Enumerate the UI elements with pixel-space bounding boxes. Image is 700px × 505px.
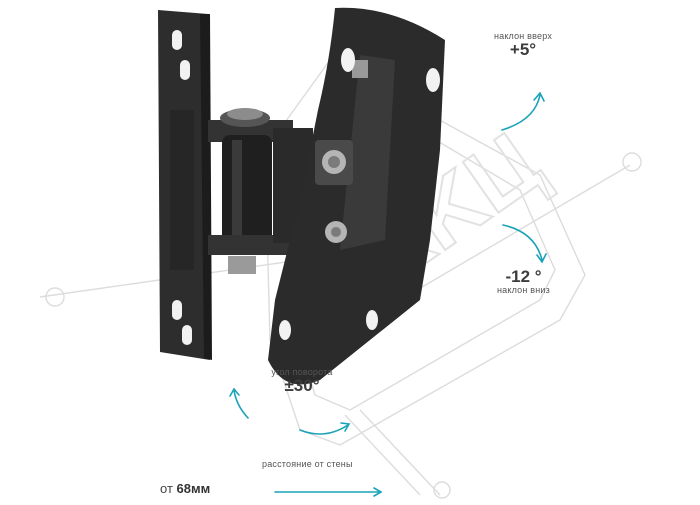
distance-label: от 68мм (160, 482, 270, 496)
wall-plate (158, 10, 212, 360)
rotate-right-arrowhead-icon (340, 422, 351, 432)
tilt-down-arrowhead-icon (536, 253, 547, 264)
rotation-caption: угол поворота (271, 367, 333, 377)
tilt-down-value: -12 ° (505, 267, 542, 286)
distance-value: 68мм (176, 481, 211, 496)
rotate-right-arrow-icon (299, 424, 349, 435)
tilt-up-arrowhead-icon (533, 91, 545, 102)
tilt-up-value: +5° (509, 40, 537, 60)
rotation-label-group: угол поворота ±30° (262, 367, 342, 396)
tilt-down-label-group: -12 ° наклон вниз (486, 268, 561, 295)
tilt-down-arrow-icon (502, 224, 543, 261)
distance-caption: расстояние от стены (262, 459, 353, 469)
tilt-up-label-group: наклон вверх +5° (488, 31, 558, 60)
tilt-up-arrow-icon (501, 94, 541, 131)
rotate-left-arrow-icon (233, 389, 249, 419)
monitor-bracket (268, 7, 445, 385)
tilt-down-caption: наклон вниз (497, 284, 550, 295)
distance-arrowhead-icon (373, 487, 383, 497)
distance-prefix: от (160, 481, 173, 496)
rotation-value: ±30° (284, 376, 320, 396)
rotate-left-arrowhead-icon (229, 387, 240, 397)
tilt-up-caption: наклон вверх (493, 31, 553, 41)
